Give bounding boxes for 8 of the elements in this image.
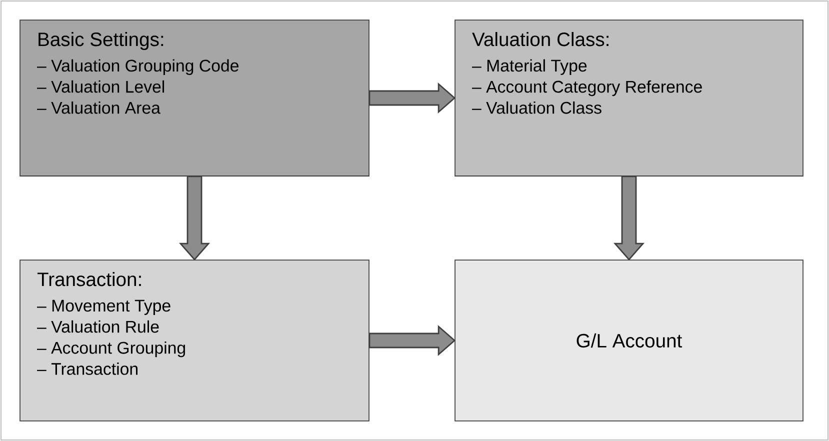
box: G/L Account (454, 260, 804, 422)
arrow (178, 176, 210, 261)
box: Basic Settings: – Valuation Grouping Code – Valuation Level – Valuation Area (20, 20, 370, 176)
arrow (368, 324, 456, 356)
arrow (613, 176, 645, 261)
box: Valuation Class: – Material Type – Account Category Reference – Valuation Class (454, 20, 804, 176)
box: Transaction: – Movement Type – Valuation Rule – Account Grouping – Transaction (20, 260, 370, 422)
arrow (368, 82, 456, 114)
